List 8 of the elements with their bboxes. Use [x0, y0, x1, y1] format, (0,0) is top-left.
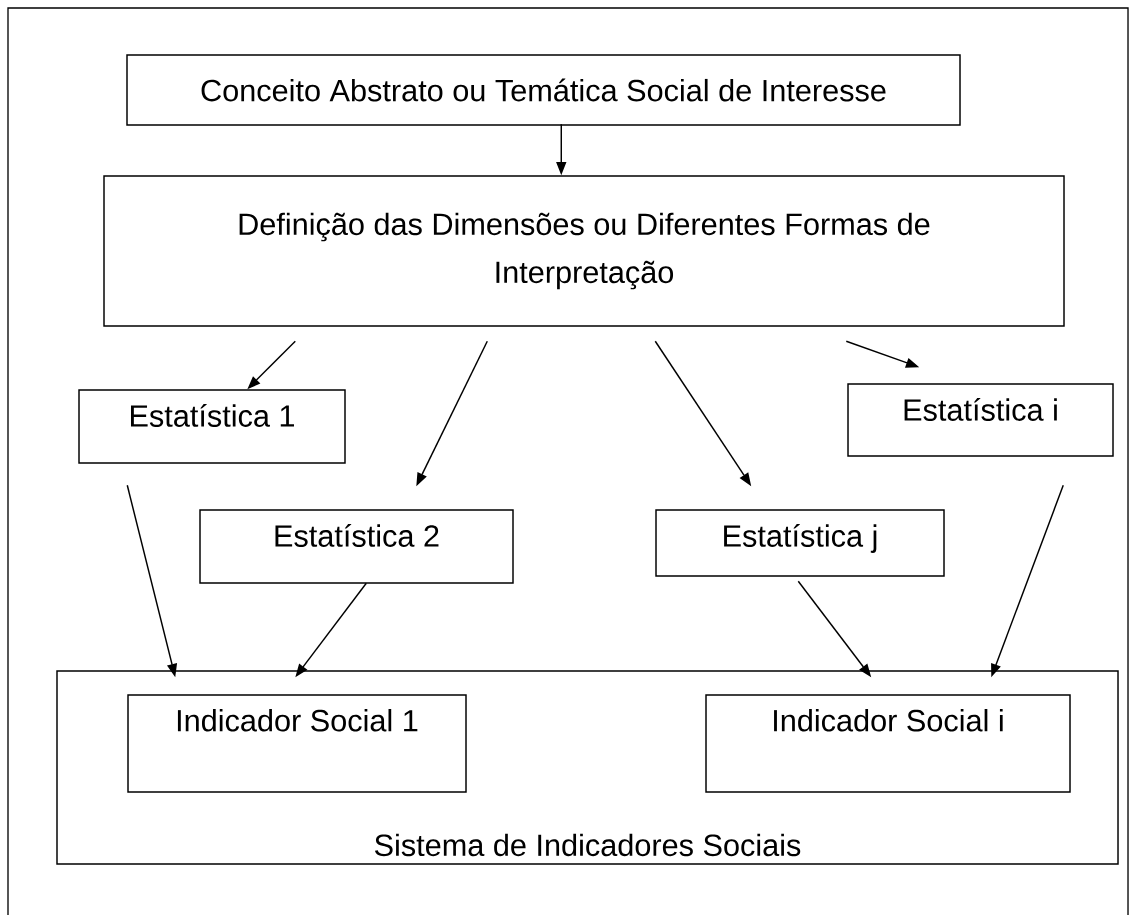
process-box: Estatística 2 [199, 509, 514, 584]
process-box: Estatística 1 [78, 389, 346, 464]
process-box: Indicador Social i [705, 694, 1071, 793]
process-box: Indicador Social 1 [127, 694, 467, 793]
process-box: Estatística j [655, 509, 945, 577]
process-box: Estatística i [847, 383, 1114, 457]
process-box: Definição das Dimensões ou Diferentes Formas de Interpretação [103, 175, 1065, 327]
process-box: Conceito Abstrato ou Temática Social de Interesse [126, 54, 961, 126]
